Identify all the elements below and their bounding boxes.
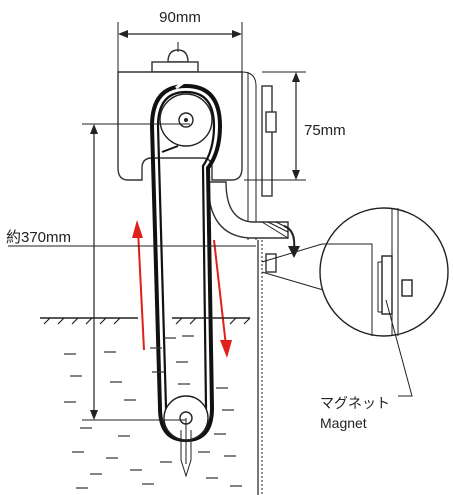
length-dimension: 約370mm (6, 123, 256, 421)
height-dimension: 75mm (244, 71, 346, 181)
width-dimension: 90mm (117, 9, 243, 72)
top-knob (151, 42, 199, 73)
magnet-icon (381, 255, 393, 315)
magnet-label-en: Magnet (320, 415, 367, 431)
outlet-pipe (207, 181, 300, 258)
length-label: 約370mm (6, 229, 71, 246)
water-surface (40, 317, 251, 325)
width-label: 90mm (159, 9, 201, 26)
water-body (64, 335, 242, 489)
belt-direction-arrows (132, 220, 232, 358)
mounting-wall (257, 240, 263, 495)
magnet-label-jp: マグネット (320, 395, 390, 411)
height-label: 75mm (304, 122, 346, 139)
pulley-bottom-icon (163, 395, 209, 478)
pulley-top-icon (159, 93, 213, 147)
magnet-callout (261, 207, 449, 397)
